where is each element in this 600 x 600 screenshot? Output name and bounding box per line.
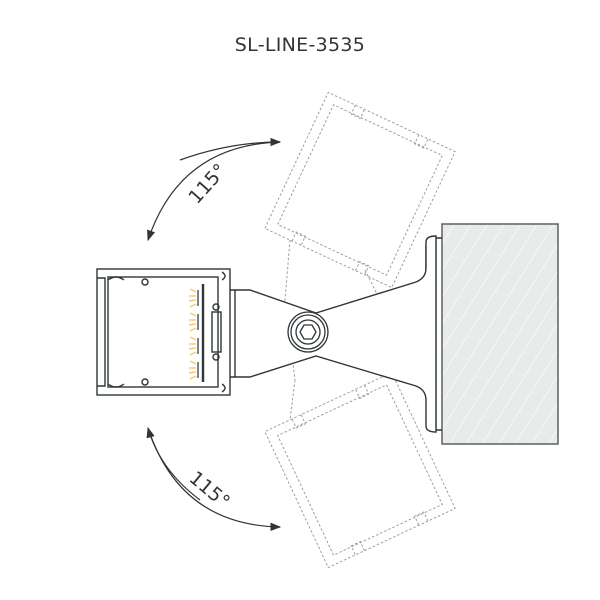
wall-mount bbox=[425, 223, 559, 445]
diagram-title: SL-LINE-3535 bbox=[234, 34, 366, 56]
hex-screw bbox=[287, 311, 329, 353]
led-profile bbox=[96, 268, 231, 396]
led-glow bbox=[188, 288, 197, 380]
swivel-bracket bbox=[224, 235, 437, 433]
rotation-arc-lower-start bbox=[146, 426, 201, 501]
rotated-profile-down bbox=[264, 371, 456, 569]
rotation-arc-upper-start bbox=[179, 137, 282, 161]
rotation-arc-lower bbox=[147, 427, 282, 532]
rotation-arc-upper bbox=[147, 141, 281, 242]
angle-label-lower: 115° bbox=[185, 467, 234, 513]
angle-label-upper: 115° bbox=[184, 160, 231, 209]
